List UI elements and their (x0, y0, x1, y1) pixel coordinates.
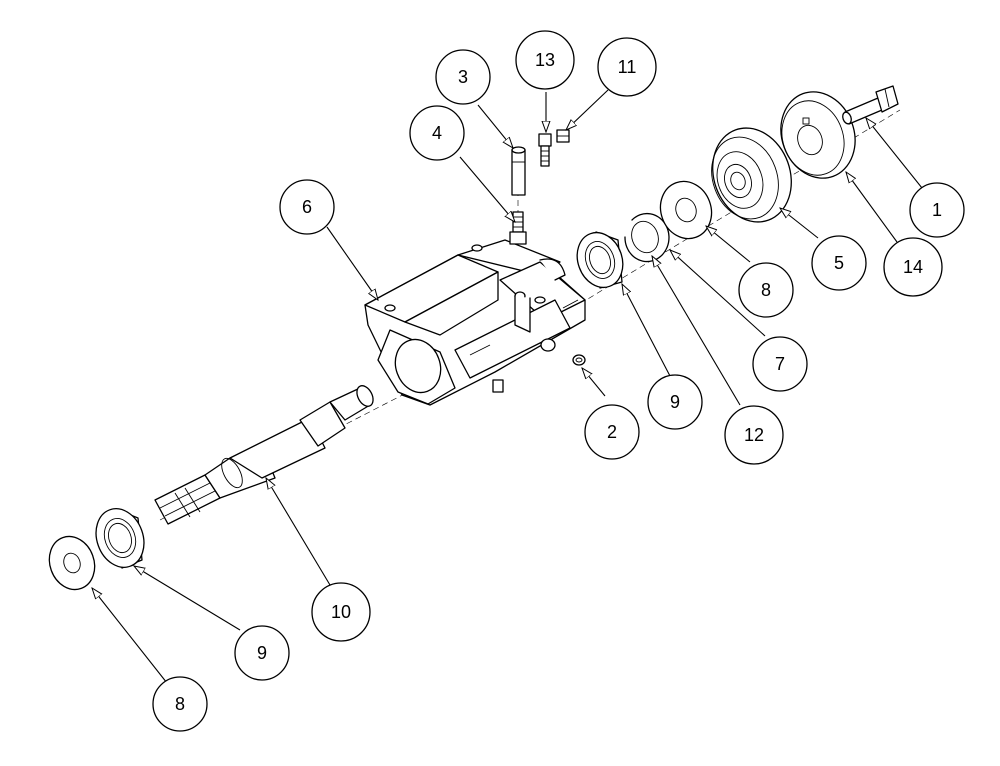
cap-screw-part-13 (538, 133, 552, 167)
callout-10-label: 10 (331, 602, 351, 622)
leader-2 (582, 368, 606, 397)
callout-13: 13 (515, 30, 575, 90)
callout-4-label: 4 (432, 123, 442, 143)
leader-14 (846, 172, 898, 243)
callout-3: 3 (435, 49, 491, 105)
callout-2-label: 2 (607, 422, 617, 442)
washer-part-8-left (48, 535, 96, 591)
callout-8b: 8 (152, 676, 208, 732)
leader-9a (622, 284, 671, 377)
bearing-part-9-left (95, 508, 145, 569)
callout-4: 4 (409, 105, 465, 161)
callout-9a-label: 9 (670, 392, 680, 412)
pin-part-3 (511, 146, 526, 196)
leader-12 (652, 256, 741, 406)
leader-3 (477, 104, 513, 148)
bolt-part-1 (842, 85, 899, 125)
retaining-ring-part-12 (624, 212, 670, 263)
callout-11: 11 (597, 37, 657, 97)
callout-10: 10 (311, 582, 371, 642)
callout-8b-label: 8 (175, 694, 185, 714)
callout-12: 12 (724, 405, 784, 465)
callout-6-label: 6 (302, 197, 312, 217)
callout-14: 14 (883, 237, 943, 297)
callout-8a-label: 8 (761, 280, 771, 300)
leader-11 (566, 89, 609, 130)
callout-8a: 8 (738, 262, 794, 318)
leader-4 (459, 156, 515, 222)
callout-9b: 9 (234, 625, 290, 681)
callout-1: 1 (909, 182, 965, 238)
callout-7: 7 (752, 336, 808, 392)
leader-5 (780, 208, 819, 239)
leader-1 (866, 118, 923, 189)
leader-lines (92, 89, 923, 684)
callout-9a: 9 (647, 374, 703, 430)
leader-10 (266, 478, 331, 586)
callout-13-label: 13 (535, 50, 555, 70)
grease-fitting-part-4 (509, 211, 527, 245)
leader-6 (326, 226, 378, 300)
callout-6: 6 (279, 179, 335, 235)
nut-part-11 (556, 129, 570, 143)
end-cap-part-14 (780, 91, 856, 179)
callout-2: 2 (584, 404, 640, 460)
leader-8b (92, 588, 168, 684)
callout-7-label: 7 (775, 354, 785, 374)
callout-11-label: 11 (618, 57, 637, 77)
leader-7 (670, 250, 766, 337)
callout-5: 5 (811, 235, 867, 291)
housing-part-6 (364, 239, 586, 406)
callout-1-label: 1 (932, 200, 942, 220)
bearing-part-9-right (576, 231, 624, 289)
callout-12-label: 12 (744, 425, 764, 445)
set-screw-part-2 (572, 354, 586, 366)
shaft-part-10 (154, 385, 374, 525)
callout-9b-label: 9 (257, 643, 267, 663)
washer-part-8-right (659, 180, 713, 240)
callout-5-label: 5 (834, 253, 844, 273)
leader-8a (706, 226, 751, 263)
pulley-part-5 (711, 127, 792, 223)
callout-3-label: 3 (458, 67, 468, 87)
leader-9b (134, 566, 241, 631)
callout-bubbles: 1 2 3 4 5 6 7 8 (152, 30, 965, 732)
callout-14-label: 14 (903, 257, 923, 277)
